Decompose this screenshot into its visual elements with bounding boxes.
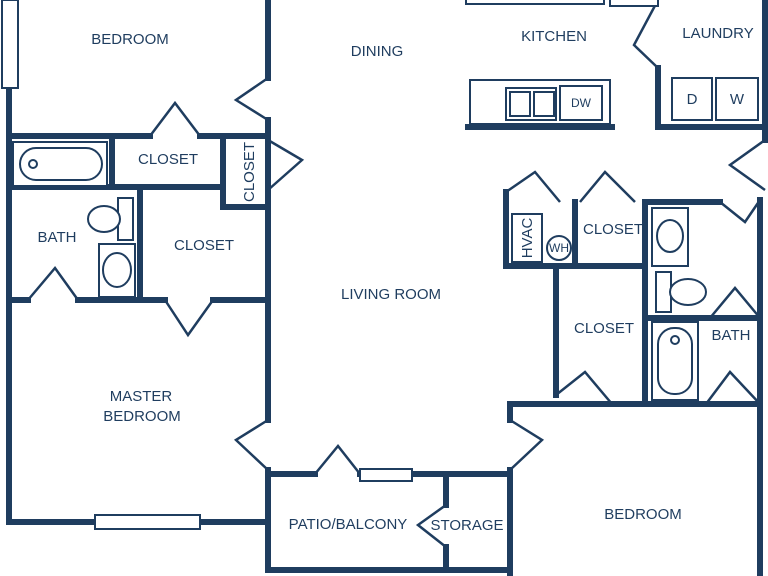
label-dishwasher: DW bbox=[571, 96, 592, 110]
doors bbox=[27, 0, 766, 548]
label-master-line1: MASTER bbox=[110, 388, 173, 405]
label-washer: W bbox=[730, 91, 745, 108]
label-kitchen: KITCHEN bbox=[521, 28, 587, 45]
label-closet-right-mid: CLOSET bbox=[574, 320, 634, 337]
washer bbox=[715, 77, 759, 121]
sink-left bbox=[98, 243, 136, 298]
label-bedroom-top: BEDROOM bbox=[91, 31, 169, 48]
label-patio-balcony: PATIO/BALCONY bbox=[289, 516, 408, 533]
label-storage: STORAGE bbox=[430, 517, 503, 534]
label-master-line2: BEDROOM bbox=[103, 408, 181, 425]
hvac-unit bbox=[511, 213, 543, 263]
walls bbox=[6, 0, 768, 576]
label-bedroom-bottom-right: BEDROOM bbox=[604, 506, 682, 523]
label-dryer: D bbox=[687, 91, 698, 108]
dishwasher bbox=[559, 85, 603, 121]
water-heater bbox=[546, 235, 572, 261]
label-closet-mid-left: CLOSET bbox=[174, 237, 234, 254]
room-labels: BEDROOM DINING KITCHEN LAUNDRY CLOSET CL… bbox=[38, 25, 754, 534]
label-closet-top-left: CLOSET bbox=[138, 151, 198, 168]
label-closet-vertical: CLOSET bbox=[241, 142, 258, 202]
label-bath-right: BATH bbox=[712, 327, 751, 344]
label-water-heater: WH bbox=[549, 241, 569, 255]
dryer bbox=[671, 77, 713, 121]
label-living-room: LIVING ROOM bbox=[341, 286, 441, 303]
fixtures bbox=[12, 0, 759, 401]
label-dining: DINING bbox=[351, 43, 404, 60]
label-laundry: LAUNDRY bbox=[682, 25, 753, 42]
windows bbox=[1, 0, 413, 530]
label-hvac: HVAC bbox=[519, 218, 536, 259]
toilet-right bbox=[655, 271, 672, 313]
label-closet-right-top: CLOSET bbox=[583, 221, 643, 238]
label-bath-left: BATH bbox=[38, 229, 77, 246]
